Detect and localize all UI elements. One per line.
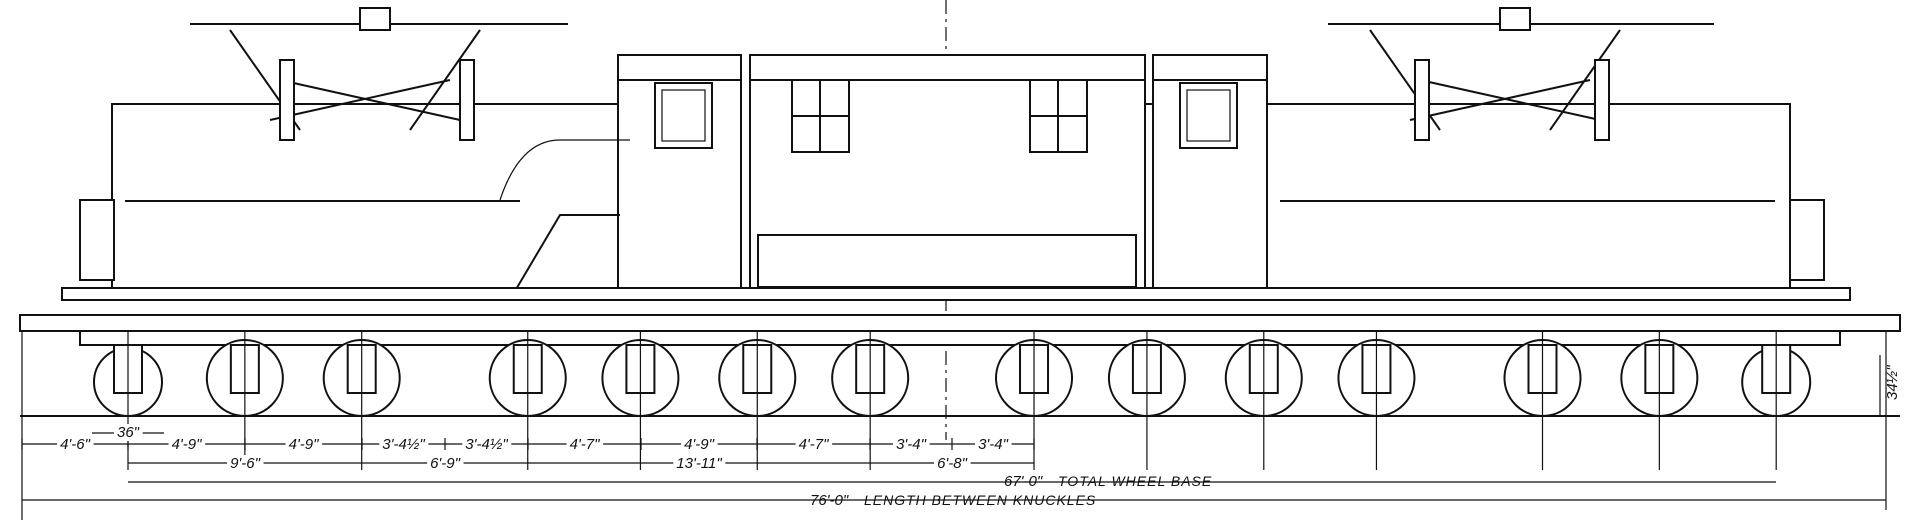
- label-mask: [893, 436, 930, 453]
- label-mask: [975, 436, 1012, 453]
- dim-wheel-base-value: 67'-0": [1004, 473, 1043, 490]
- dim-row1-label: 4'-7": [799, 436, 830, 453]
- dim-row1-label: 4'-9": [289, 436, 320, 453]
- dim-row1-label: 3'-4½": [382, 436, 425, 453]
- dim-row1-label: 3'-4": [978, 436, 1009, 453]
- pantograph-right: [1328, 7, 1714, 141]
- dim-length-value: 76'-0": [810, 492, 849, 509]
- label-mask: [427, 455, 464, 472]
- dim-row2-label: 9'-6": [230, 455, 261, 472]
- label-mask: [113, 424, 143, 441]
- dim-row1-label: 3'-4": [896, 436, 927, 453]
- dim-length-label: LENGTH BETWEEN KNUCKLES: [864, 492, 1096, 508]
- dim-lead: 36": [117, 424, 140, 441]
- dim-row2-label: 6'-9": [430, 455, 461, 472]
- label-mask: [379, 436, 429, 453]
- underframe: [19, 287, 1901, 417]
- dim-row1-label: 4'-9": [684, 436, 715, 453]
- dim-row2-label: 6'-8": [937, 455, 968, 472]
- dim-row1-label: 4'-7": [570, 436, 601, 453]
- wheels: [93, 330, 1812, 470]
- label-mask: [227, 455, 264, 472]
- label-mask: [795, 436, 833, 453]
- label-mask: [681, 436, 718, 453]
- dimension-labels: 36" 4'-6" 4'-9" 4'-9" 3'-4½" 3'-4½" 4'-7" 4'-9…: [57, 365, 1901, 509]
- dim-wheel-base-label: TOTAL WHEEL BASE: [1058, 473, 1212, 489]
- dim-height: 34½": [1884, 365, 1901, 400]
- pantograph-left: [190, 7, 568, 141]
- label-mask: [462, 436, 512, 453]
- body: [79, 54, 1825, 292]
- label-mask: [57, 436, 94, 453]
- label-mask: [934, 455, 971, 472]
- dim-row2-label: 13'-11": [676, 455, 722, 472]
- label-mask: [566, 436, 604, 453]
- label-mask: [168, 436, 206, 453]
- dim-row1-label: 3'-4½": [465, 436, 508, 453]
- dim-row1-label: 4'-9": [172, 436, 203, 453]
- label-mask: [285, 436, 323, 453]
- label-mask: [673, 455, 726, 472]
- dim-row1-label: 4'-6": [60, 436, 91, 453]
- cab-windows: [654, 79, 1238, 153]
